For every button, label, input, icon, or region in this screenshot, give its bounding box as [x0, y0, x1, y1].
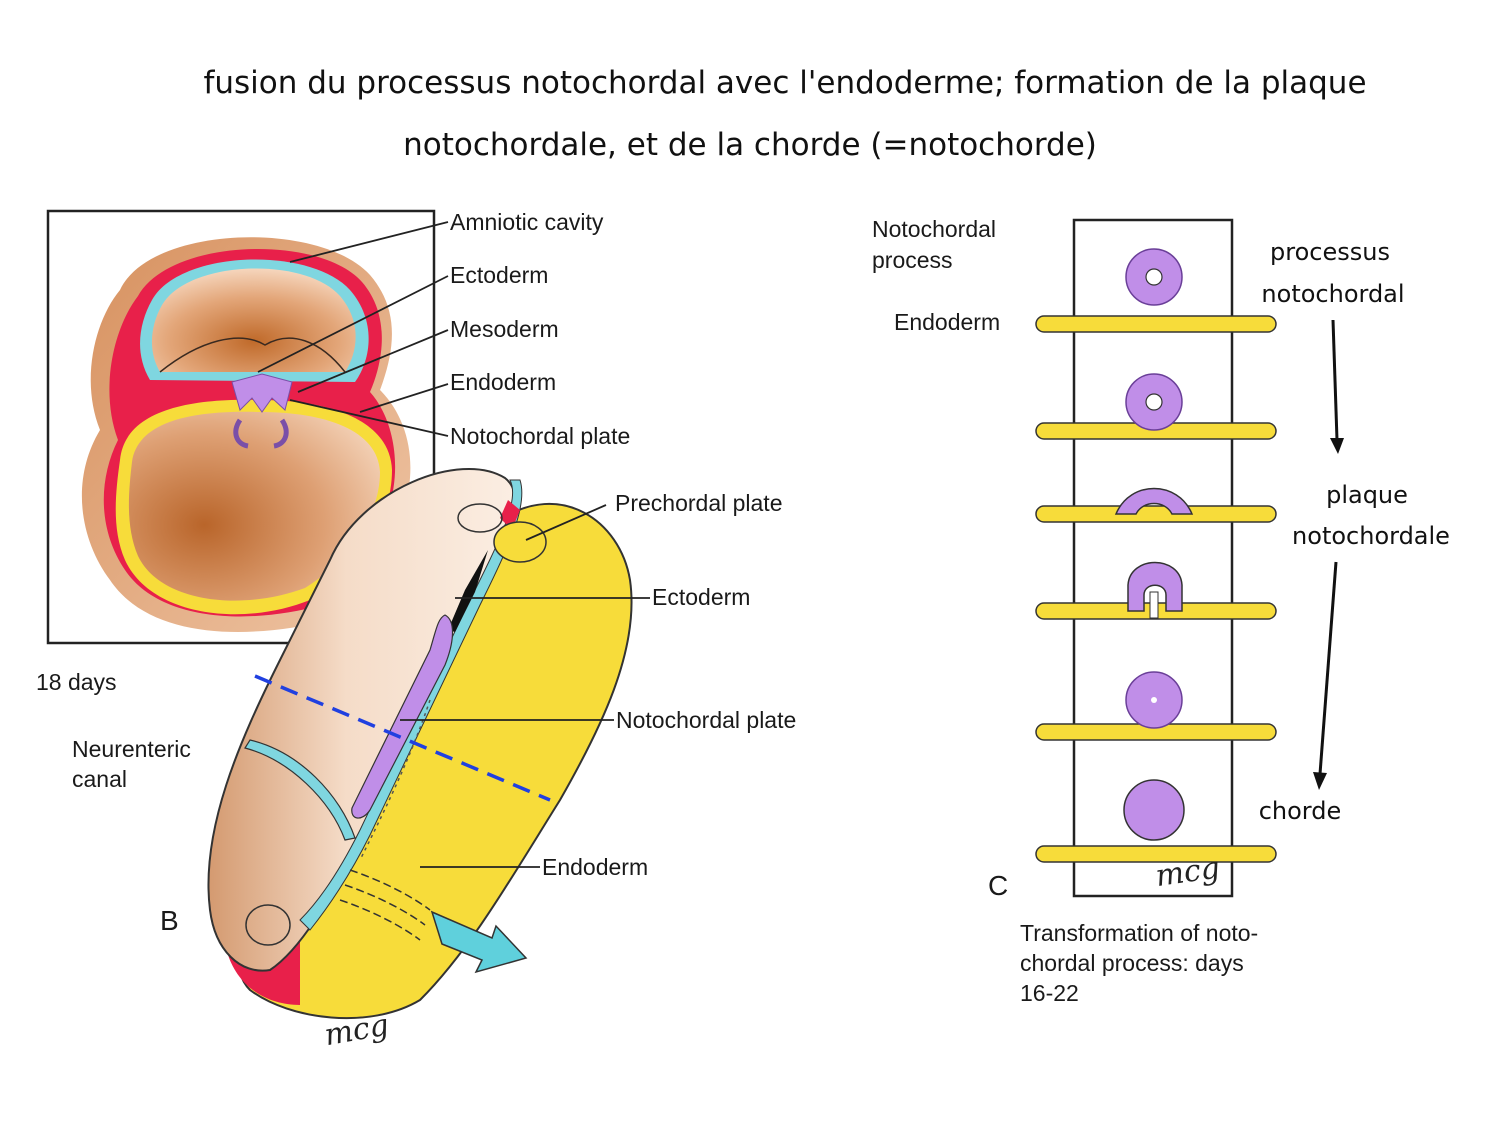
endoderm-bar-6: [1035, 845, 1277, 863]
direction-arrow: [430, 910, 528, 974]
fr-chorde: chorde: [1259, 797, 1342, 825]
amnion-fold-line: [159, 337, 346, 373]
caption-line-1: Transformation of noto-: [1020, 920, 1258, 946]
stage-3: [1035, 487, 1277, 523]
label-18-days: 18 days: [36, 669, 117, 695]
label-neurenteric-1: Neurenteric: [72, 736, 191, 762]
label-neurenteric-2: canal: [72, 766, 127, 792]
panel-letter-c: C: [988, 870, 1008, 901]
embryo-3d: [207, 468, 633, 1020]
caption-line-2: chordal process: days: [1020, 950, 1244, 976]
stage-2: [1035, 373, 1277, 440]
page-title: fusion du processus notochordal avec l'e…: [0, 52, 1500, 176]
figure-c: Notochordal process Endoderm C mcg Trans…: [872, 216, 1450, 1006]
fr-plaque-2: notochordale: [1292, 522, 1450, 550]
notochord-solid: [1123, 779, 1185, 841]
notochordal-plate-section: [231, 373, 293, 413]
fr-plaque-1: plaque: [1326, 481, 1408, 509]
stage-5: [1035, 671, 1277, 741]
folding-plate: [1127, 561, 1183, 612]
figure-b-frame: [46, 209, 436, 645]
label-mesoderm: Mesoderm: [450, 316, 559, 342]
arrow-shaft-2: [1318, 561, 1338, 775]
cross-section: [81, 237, 411, 632]
folding-gap: [1149, 591, 1159, 619]
stage-4: [1035, 561, 1277, 620]
label-ectoderm-top: Ectoderm: [450, 262, 548, 288]
section-cut-line: [254, 674, 551, 802]
tube-fusing-lumen: [1145, 393, 1163, 411]
signature-c: mcg: [1153, 850, 1222, 894]
stage-1: [1035, 248, 1277, 333]
progress-arrows: [1313, 319, 1344, 790]
figure-b: Amniotic cavity Ectoderm Mesoderm Endode…: [36, 209, 796, 1053]
endoderm-bar-1: [1035, 315, 1277, 333]
notochordal-plate-arch: [1114, 487, 1194, 515]
label-notochordal-2: process: [872, 247, 953, 273]
notochordal-plate-strip: [351, 614, 454, 819]
leader-lines-top: [257, 221, 449, 437]
buccopharyngeal-fold: [457, 503, 503, 533]
caption-line-3: 16-22: [1020, 980, 1079, 1006]
neurenteric-canal: [244, 739, 356, 841]
amniotic-slit: [448, 550, 488, 632]
panel-letter-b: B: [160, 905, 179, 936]
label-endoderm-bottom: Endoderm: [542, 854, 648, 880]
prechordal-plate: [493, 521, 547, 563]
label-endoderm-top: Endoderm: [450, 369, 556, 395]
arrow-head-2: [1313, 772, 1327, 790]
figure-c-frame: [1072, 218, 1234, 898]
label-notochordal-plate-mid: Notochordal plate: [616, 707, 796, 733]
curl-arrow-right: [273, 418, 289, 449]
fr-processus-2: notochordal: [1261, 280, 1404, 308]
label-notochordal-1: Notochordal: [872, 216, 996, 242]
leader-lines-mid: [400, 504, 650, 868]
curl-arrow-left: [233, 418, 249, 449]
notochordal-lumen: [1145, 268, 1163, 286]
label-ectoderm-mid: Ectoderm: [652, 584, 750, 610]
label-prechordal-plate: Prechordal plate: [615, 490, 783, 516]
title-line-1: fusion du processus notochordal avec l'e…: [203, 65, 1367, 101]
stage-6: [1035, 779, 1277, 863]
dotted-line: [359, 699, 431, 861]
yolk-sac: [128, 411, 380, 601]
fr-processus-1: processus: [1270, 238, 1390, 266]
label-notochordal-plate-top: Notochordal plate: [450, 423, 630, 449]
notochord-forming-lumen: [1151, 697, 1157, 703]
title-line-2: notochordale, et de la chorde (=notochor…: [403, 127, 1097, 163]
endoderm-bar-3: [1035, 505, 1277, 523]
arrow-head-1: [1330, 438, 1344, 454]
arrow-shaft-1: [1331, 319, 1339, 441]
label-endoderm-c: Endoderm: [894, 309, 1000, 335]
cloacal-membrane: [245, 904, 291, 946]
label-amniotic-cavity: Amniotic cavity: [450, 209, 604, 235]
